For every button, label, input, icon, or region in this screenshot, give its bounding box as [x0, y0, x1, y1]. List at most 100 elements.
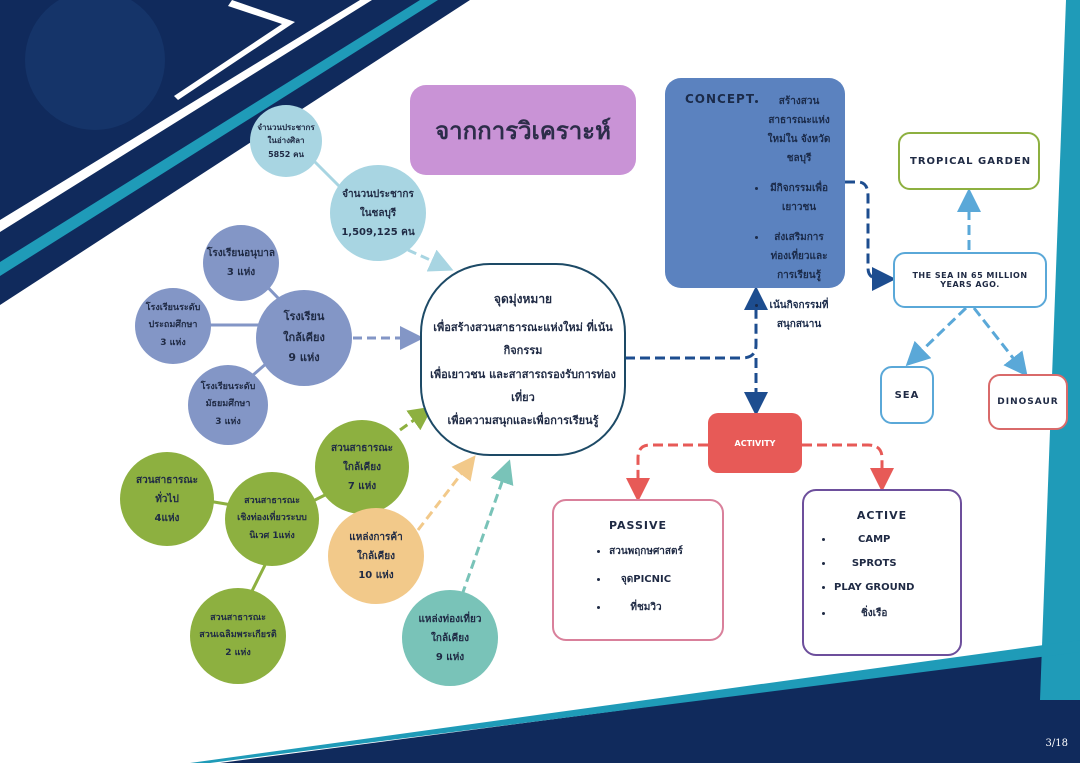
- node-line: จำนวนประชากร: [342, 188, 414, 200]
- node-line: 2 แห่ง: [225, 647, 251, 658]
- node-line: 5852 คน: [268, 149, 304, 159]
- active-list: CAMP SPROTS PLAY GROUND ชิ่งเรือ: [818, 534, 914, 634]
- sea-65-million-label: THE SEA IN 65 MILLION YEARS AGO.: [912, 271, 1028, 289]
- ornament-circle: [25, 0, 165, 130]
- passive-list: สวนพฤกษศาสตร์ จุดPICNIC ที่ชมวิว: [593, 544, 683, 628]
- node-line: โรงเรียน: [283, 309, 325, 323]
- page-title: จากการวิเคราะห์: [410, 85, 636, 175]
- node-line: 3 แห่ง: [215, 416, 241, 427]
- tourism-node: แหล่งท่องเที่ยว ใกล้เคียง 9 แห่ง: [402, 590, 498, 686]
- node-line: ใกล้เคียง: [431, 632, 469, 644]
- shops-node: แหล่งการค้า ใกล้เคียง 10 แห่ง: [328, 508, 424, 604]
- activity-label: ACTIVITY: [734, 438, 776, 448]
- node-line: แหล่งการค้า: [349, 531, 403, 543]
- park-eco-node: สวนสาธารณะ เชิงท่องเที่ยวระบบ นิเวศ 1แห่…: [225, 472, 319, 566]
- active-item: SPROTS: [834, 558, 914, 569]
- concept-item: ส่งเสริมการท่องเที่ยวและการเรียนรู้: [767, 228, 831, 285]
- population-local-node: จำนวนประชากร ในอ่างศิลา 5852 คน: [250, 105, 322, 177]
- active-item: CAMP: [834, 534, 914, 545]
- population-province-node: จำนวนประชากร ในชลบุรี 1,509,125 คน: [330, 165, 426, 261]
- objective-line: เพื่อความสนุกและเพื่อการเรียนรู้: [447, 413, 599, 427]
- sea-65-million-box: THE SEA IN 65 MILLION YEARS AGO.: [893, 252, 1047, 308]
- arrow-concept-theme: [845, 180, 896, 291]
- node-line: มัธยมศึกษา: [205, 399, 251, 410]
- node-line: 9 แห่ง: [435, 651, 465, 663]
- passive-box: PASSIVE สวนพฤกษศาสตร์ จุดPICNIC ที่ชมวิว: [552, 499, 724, 641]
- school-primary-node: โรงเรียนระดับ ประถมศึกษา 3 แห่ง: [135, 288, 211, 364]
- node-line: โรงเรียนระดับ: [200, 382, 256, 393]
- arrow-province-objective: [407, 248, 454, 272]
- node-line: โรงเรียนระดับ: [145, 303, 201, 314]
- school-secondary-node: โรงเรียนระดับ มัธยมศึกษา 3 แห่ง: [188, 365, 268, 445]
- node-line: ใกล้เคียง: [357, 550, 395, 562]
- page-title-text: จากการวิเคราะห์: [435, 116, 611, 145]
- school-kindergarten-node: โรงเรียนอนุบาล 3 แห่ง: [203, 225, 279, 301]
- node-line: ใกล้เคียง: [283, 330, 325, 344]
- bottom-teal-stripe: [190, 640, 1080, 763]
- active-item: ชิ่งเรือ: [834, 606, 914, 621]
- arrow-tourism-objective: [460, 459, 514, 596]
- activity-box: ACTIVITY: [708, 413, 802, 473]
- concept-box: CONCEPT สร้างสวนสาธารณะแห่งใหม่ใน จังหวั…: [665, 78, 845, 330]
- tropical-garden-box: TROPICAL GARDEN: [898, 132, 1040, 190]
- node-line: 9 แห่ง: [288, 351, 320, 365]
- node-line: นิเวศ 1แห่ง: [249, 530, 295, 541]
- node-line: 1,509,125 คน: [341, 226, 415, 238]
- node-line: 7 แห่ง: [347, 480, 377, 492]
- concept-heading: CONCEPT: [685, 92, 756, 106]
- node-line: 3 แห่ง: [226, 267, 256, 278]
- school-main-node: โรงเรียน ใกล้เคียง 9 แห่ง: [256, 290, 352, 386]
- park-nearby-node: สวนสาธารณะ ใกล้เคียง 7 แห่ง: [315, 420, 409, 514]
- node-line: 3 แห่ง: [160, 337, 186, 348]
- arrow-objective-concept: [625, 286, 768, 360]
- sea-box: SEA: [880, 366, 934, 424]
- node-line: ในชลบุรี: [359, 207, 397, 219]
- passive-item: จุดPICNIC: [609, 572, 683, 587]
- arrow-shops-objective: [416, 455, 476, 531]
- node-line: ในอ่างศิลา: [267, 136, 305, 146]
- node-line: ใกล้เคียง: [343, 461, 381, 473]
- arrow-theme-dinosaur: [972, 307, 1028, 377]
- concept-item: เน้นกิจกรรมที่สนุกสนาน: [767, 296, 831, 334]
- top-left-white-stripe: [0, 0, 372, 232]
- objective-line: เพื่อสร้างสวนสาธารณะแห่งใหม่ ที่เน้นกิจก…: [433, 321, 613, 358]
- node-line: สวนสาธารณะ: [244, 496, 300, 507]
- node-line: ประถมศึกษา: [148, 320, 198, 331]
- concept-item: สร้างสวนสาธารณะแห่งใหม่ใน จังหวัดชลบุรี: [767, 92, 831, 168]
- node-line: ทั่วไป: [155, 493, 179, 505]
- top-left-accent-line: [174, 0, 295, 100]
- arrow-theme-sea: [905, 306, 968, 367]
- passive-heading: PASSIVE: [608, 519, 668, 532]
- arrow-activity-passive: [626, 443, 708, 502]
- top-left-teal-stripe: [0, 0, 438, 276]
- tropical-garden-label: TROPICAL GARDEN: [910, 155, 1032, 167]
- dinosaur-box: DINOSAUR: [988, 374, 1068, 430]
- passive-item: สวนพฤกษศาสตร์: [609, 544, 683, 559]
- active-heading: ACTIVE: [856, 509, 908, 522]
- arrow-parks-objective: [399, 406, 433, 432]
- node-line: เชิงท่องเที่ยวระบบ: [237, 513, 307, 524]
- sea-label: SEA: [894, 389, 920, 401]
- concept-item: มีกิจกรรมเพื่อเยาวชน: [767, 179, 831, 217]
- node-line: 10 แห่ง: [358, 569, 394, 581]
- active-box: ACTIVE CAMP SPROTS PLAY GROUND ชิ่งเรือ: [802, 489, 962, 656]
- concept-list: สร้างสวนสาธารณะแห่งใหม่ใน จังหวัดชลบุรี …: [755, 92, 831, 345]
- right-teal-band: [1040, 0, 1080, 700]
- objective-node: จุดมุ่งหมาย เพื่อสร้างสวนสาธารณะแห่งใหม่…: [420, 263, 626, 456]
- park-general-node: สวนสาธารณะ ทั่วไป 4แห่ง: [120, 452, 214, 546]
- dinosaur-label: DINOSAUR: [997, 397, 1059, 407]
- objective-line: เพื่อเยาวชน และสาสารถรองรับการท่องเที่ยว: [430, 367, 616, 404]
- page-number: 3/18: [1045, 738, 1068, 749]
- node-line: จำนวนประชากร: [257, 122, 315, 132]
- park-royal-node: สวนสาธารณะ สวนเฉลิมพระเกียรติ 2 แห่ง: [190, 588, 286, 684]
- active-item: PLAY GROUND: [834, 582, 914, 593]
- passive-item: ที่ชมวิว: [609, 600, 683, 615]
- node-line: สวนสาธารณะ: [330, 442, 393, 454]
- objective-heading: จุดมุ่งหมาย: [493, 292, 553, 307]
- node-line: 4แห่ง: [154, 512, 180, 524]
- node-line: สวนสาธารณะ: [135, 474, 198, 486]
- node-line: สวนสาธารณะ: [210, 613, 266, 624]
- arrow-activity-active: [802, 443, 894, 492]
- node-line: แหล่งท่องเที่ยว: [418, 613, 482, 625]
